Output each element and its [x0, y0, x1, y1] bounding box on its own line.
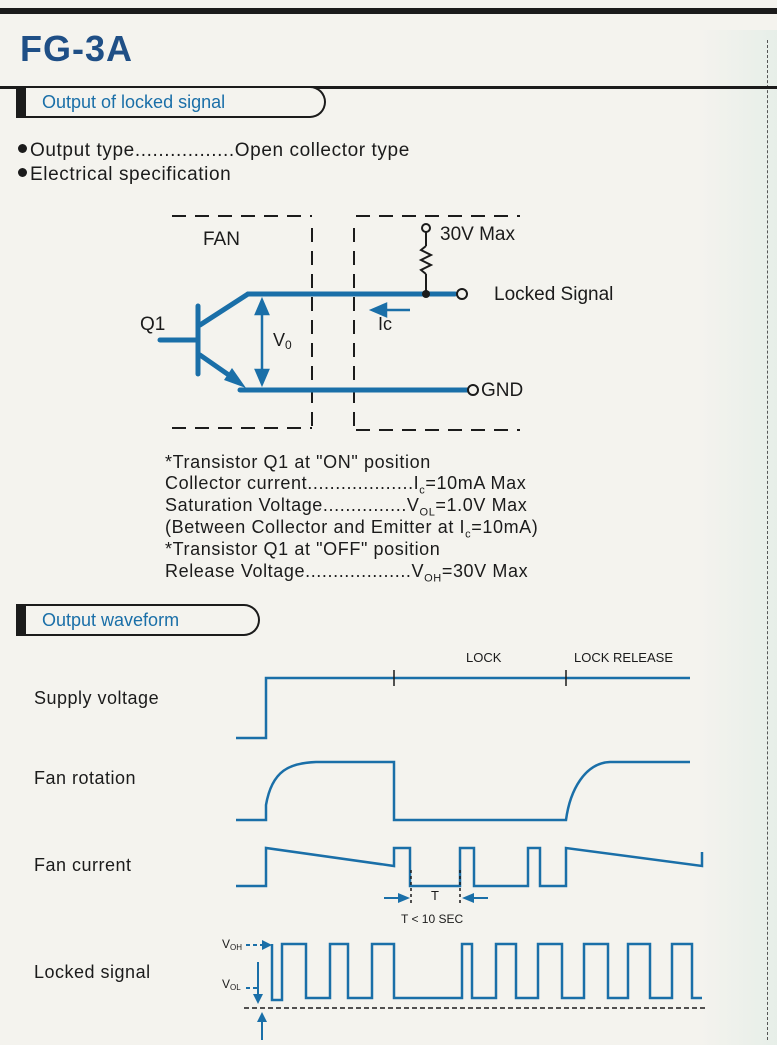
fan-current-trace	[236, 846, 704, 888]
vol-arrow-up-icon	[257, 1012, 267, 1022]
note-collector-current: Collector current...................Ic=1…	[165, 473, 527, 497]
page-title: FG-3A	[20, 28, 133, 69]
bullet-icon	[18, 168, 27, 177]
t-condition-label: T < 10 SEC	[401, 912, 463, 926]
emitter-arrow-icon	[224, 368, 246, 388]
vo-arrow-down-icon	[254, 368, 270, 388]
vol-label: VOL	[222, 977, 241, 992]
note-between: (Between Collector and Emitter at Ic=10m…	[165, 517, 539, 541]
supply-terminal-icon	[421, 223, 431, 233]
resistor-icon	[418, 245, 434, 275]
label-locked-signal: Locked signal	[34, 962, 151, 982]
t-arrow-right-icon	[398, 893, 410, 903]
voh-label: VOH	[222, 937, 242, 952]
gnd-terminal-icon	[467, 384, 479, 396]
ic-arrow-icon	[368, 302, 388, 318]
top-rule	[0, 8, 777, 14]
note-saturation: Saturation Voltage...............VOL=1.0…	[165, 495, 528, 519]
fan-label: FAN	[203, 229, 240, 250]
note-on-position: *Transistor Q1 at "ON" position	[165, 452, 431, 472]
right-edge-shadow	[700, 30, 777, 1045]
label-fan-current: Fan current	[34, 855, 132, 875]
bullet-icon	[18, 144, 27, 153]
page-edge-dash	[767, 40, 768, 1040]
transistor-collector	[197, 291, 251, 328]
transistor-label: Q1	[140, 314, 165, 335]
spec-output-type: Output type.................Open collect…	[18, 140, 410, 162]
note-release: Release Voltage...................VOH=30…	[165, 561, 529, 585]
fan-rotation-trace	[236, 760, 690, 822]
locked-signal-trace	[270, 942, 702, 1002]
lock-release-label: LOCK RELEASE	[574, 650, 673, 665]
spec-electrical: Electrical specification	[18, 164, 231, 186]
voh-arrow-icon	[262, 940, 272, 950]
t-arrow-left-icon	[462, 893, 474, 903]
note-off-position: *Transistor Q1 at "OFF" position	[165, 539, 441, 559]
locked-signal-terminal-icon	[456, 288, 468, 300]
section-header-locked-signal: Output of locked signal	[16, 86, 326, 118]
gnd-label: GND	[481, 380, 523, 401]
junction-dot-icon	[422, 290, 430, 298]
label-supply-voltage: Supply voltage	[34, 688, 160, 708]
max-voltage-label: 30V Max	[440, 224, 515, 245]
t-label: T	[431, 888, 439, 903]
ic-label: Ic	[378, 314, 392, 334]
vol-arrow-down-icon	[253, 994, 263, 1004]
lock-label: LOCK	[466, 650, 502, 665]
vo-label: V0	[273, 330, 292, 352]
locked-signal-label: Locked Signal	[494, 284, 613, 305]
section-header-waveform: Output waveform	[16, 604, 260, 636]
supply-voltage-trace	[236, 676, 690, 740]
title-rule	[0, 86, 777, 89]
vo-arrow-up-icon	[254, 296, 270, 316]
label-fan-rotation: Fan rotation	[34, 768, 137, 788]
